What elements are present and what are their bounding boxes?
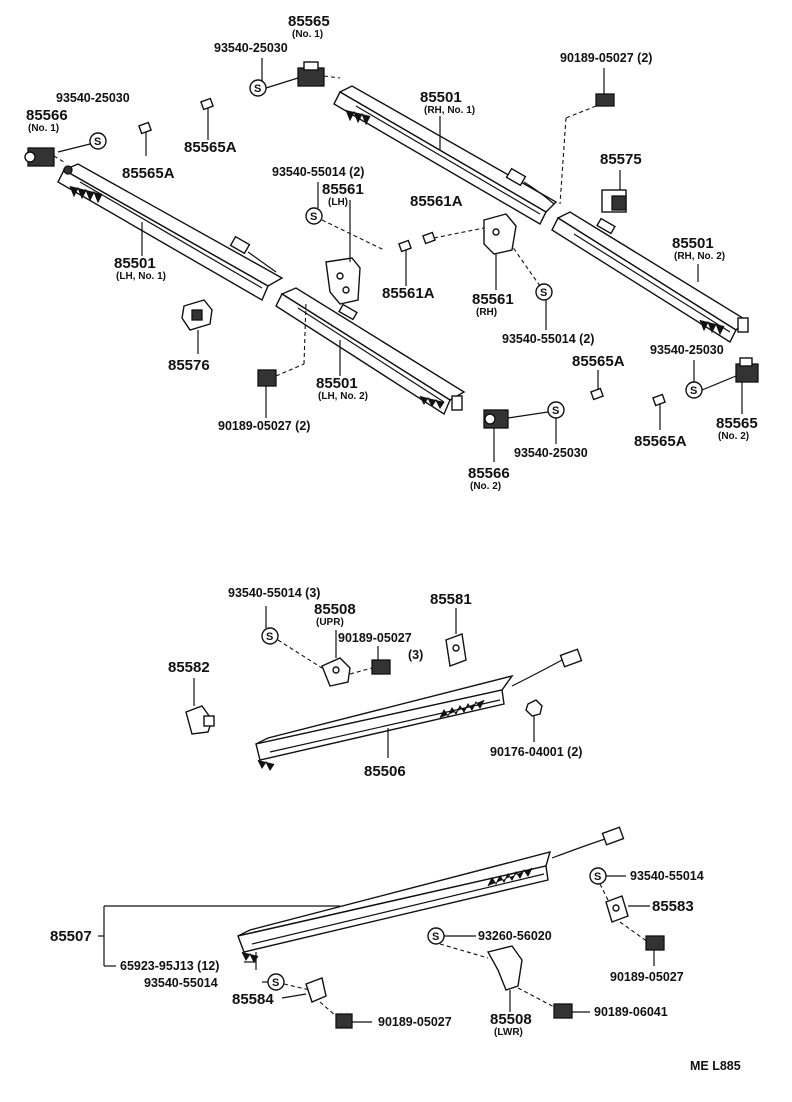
s-mark: S xyxy=(594,871,601,883)
label-85506: 85506 xyxy=(364,763,406,780)
label-85565-no1: 85565 xyxy=(288,13,330,30)
bracket-85508-upr xyxy=(321,657,351,687)
bracket-85565-no2 xyxy=(735,357,759,383)
nut-90176-04001 xyxy=(525,699,543,717)
s-mark: S xyxy=(690,385,697,397)
label-85501-lh-no1: 85501 xyxy=(114,255,156,272)
label-85561A-a: 85561A xyxy=(410,193,463,210)
label-93540-55014-2a: 93540-55014 (2) xyxy=(272,165,364,179)
label-90189-05027-d: 90189-05027 xyxy=(378,1015,452,1029)
s-mark: S xyxy=(94,136,101,148)
label-85565A-a: 85565A xyxy=(184,139,237,156)
label-85561-lh-sub: (LH) xyxy=(328,197,348,208)
label-85575: 85575 xyxy=(600,151,642,168)
nut-90189-05027-lwr xyxy=(335,1013,353,1029)
label-93540-55014-3: 93540-55014 (3) xyxy=(228,586,320,600)
bracket-85583 xyxy=(605,895,629,923)
rail-85506 xyxy=(255,648,583,771)
label-90189-05027-2a: 90189-05027 (2) xyxy=(560,51,652,65)
label-85566-no1: 85566 xyxy=(26,107,68,124)
label-93540-25030-b: 93540-25030 xyxy=(56,91,130,105)
s-mark: S xyxy=(540,287,547,299)
label-85583: 85583 xyxy=(652,898,694,915)
bracket-85566-no2 xyxy=(483,409,509,429)
nut-90189-05027-mid xyxy=(371,659,391,675)
bracket-85566-no1 xyxy=(24,147,55,167)
label-85561-lh: 85561 xyxy=(322,181,364,198)
label-85501-rh-no1: 85501 xyxy=(420,89,462,106)
bracket-85581 xyxy=(445,633,467,667)
rail-85507 xyxy=(237,826,625,963)
rail-85501-lh-no1 xyxy=(57,163,284,302)
label-93260-56020: 93260-56020 xyxy=(478,929,552,943)
label-93540-25030-a: 93540-25030 xyxy=(214,41,288,55)
bracket-85576 xyxy=(181,299,213,331)
label-93540-55014-a: 93540-55014 xyxy=(630,869,704,883)
label-90189-05027-2b: 90189-05027 (2) xyxy=(218,419,310,433)
label-65923-95J13: 65923-95J13 (12) xyxy=(120,959,219,973)
bracket-85508-lwr xyxy=(486,945,523,991)
label-90176-04001: 90176-04001 (2) xyxy=(490,745,582,759)
label-85501-lh-no2-sub: (LH, No. 2) xyxy=(318,391,368,402)
label-93540-25030-c: 93540-25030 xyxy=(650,343,724,357)
s-mark: S xyxy=(552,405,559,417)
s-mark: S xyxy=(310,211,317,223)
footer-code: ME L885 xyxy=(690,1059,741,1073)
label-85507: 85507 xyxy=(50,928,92,945)
label-90189-05027-3-qty: (3) xyxy=(408,648,423,662)
s-mark: S xyxy=(272,977,279,989)
nut-90189-05027-lh xyxy=(257,369,277,387)
label-85582: 85582 xyxy=(168,659,210,676)
label-85584: 85584 xyxy=(232,991,274,1008)
label-93540-25030-d: 93540-25030 xyxy=(514,446,588,460)
label-85565-no2: 85565 xyxy=(716,415,758,432)
label-85501-lh-no2: 85501 xyxy=(316,375,358,392)
label-85566-no1-sub: (No. 1) xyxy=(28,123,59,134)
label-85565A-d: 85565A xyxy=(634,433,687,450)
label-85561-rh-sub: (RH) xyxy=(476,307,497,318)
label-85508-upr-sub: (UPR) xyxy=(316,617,344,628)
label-85566-no2: 85566 xyxy=(468,465,510,482)
label-85566-no2-sub: (No. 2) xyxy=(470,481,501,492)
s-mark: S xyxy=(254,83,261,95)
label-90189-06041: 90189-06041 xyxy=(594,1005,668,1019)
s-mark: S xyxy=(432,931,439,943)
label-85508-lwr-sub: (LWR) xyxy=(494,1027,523,1038)
nut-90189-05027-right xyxy=(645,935,665,951)
bracket-85582 xyxy=(185,705,215,735)
rail-85501-rh-no2 xyxy=(551,211,749,344)
label-85561-rh: 85561 xyxy=(472,291,514,308)
label-85508-lwr: 85508 xyxy=(490,1011,532,1028)
label-85576: 85576 xyxy=(168,357,210,374)
bracket-85575 xyxy=(601,189,627,213)
label-93540-55014-b: 93540-55014 xyxy=(144,976,218,990)
label-85581: 85581 xyxy=(430,591,472,608)
label-85565-no1-sub: (No. 1) xyxy=(292,29,323,40)
bracket-85561-lh xyxy=(325,257,361,305)
bracket-85584 xyxy=(305,977,327,1003)
label-85501-rh-no2-sub: (RH, No. 2) xyxy=(674,251,725,262)
s-mark: S xyxy=(266,631,273,643)
label-85501-rh-no1-sub: (RH, No. 1) xyxy=(424,105,475,116)
bracket-85565-no1 xyxy=(297,61,325,87)
label-85565-no2-sub: (No. 2) xyxy=(718,431,749,442)
label-85561A-b: 85561A xyxy=(382,285,435,302)
nut-90189-05027-top xyxy=(595,93,615,107)
label-85508-upr: 85508 xyxy=(314,601,356,618)
label-85565A-c: 85565A xyxy=(572,353,625,370)
label-85501-lh-no1-sub: (LH, No. 1) xyxy=(116,271,166,282)
rail-85501-lh-no2 xyxy=(275,287,466,416)
label-85565A-b: 85565A xyxy=(122,165,175,182)
label-85501-rh-no2: 85501 xyxy=(672,235,714,252)
label-90189-05027-c: 90189-05027 xyxy=(610,970,684,984)
label-93540-55014-2b: 93540-55014 (2) xyxy=(502,332,594,346)
label-90189-05027-3: 90189-05027 xyxy=(338,631,412,645)
bracket-85561-rh xyxy=(483,213,517,255)
rail-85501-rh-no1 xyxy=(333,85,558,225)
nut-90189-06041 xyxy=(553,1003,573,1019)
